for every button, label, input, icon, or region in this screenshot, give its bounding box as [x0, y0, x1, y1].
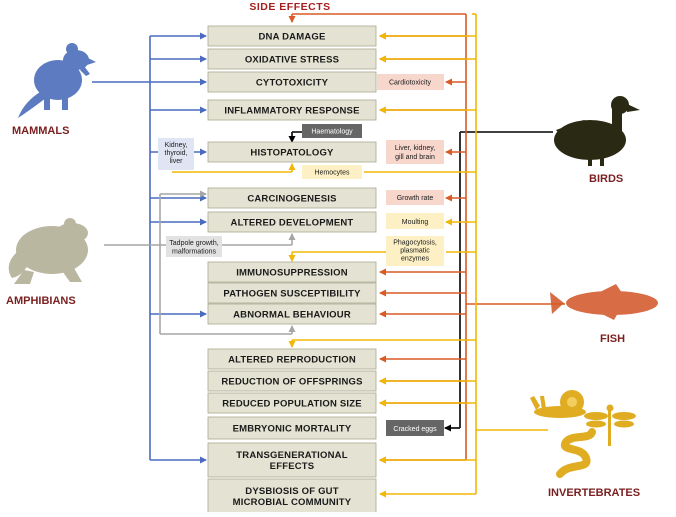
- effect-label: HISTOPATOLOGY: [250, 148, 334, 159]
- effect-box-bg: [207, 261, 377, 283]
- effect-box-bg: [207, 416, 377, 440]
- effect-box-bg: [207, 211, 377, 233]
- effect-label: ALTERED REPRODUCTION: [228, 355, 356, 366]
- effect-box-bg: [207, 442, 377, 478]
- note-kidney-line-1: Kidney,: [165, 142, 188, 149]
- note-kidney-line-2: thyroid,: [165, 150, 188, 157]
- invertebrates-connectors: [288, 13, 548, 498]
- note-kidney-thyroid-liver: Kidney, thyroid, liver: [158, 138, 194, 170]
- effect-box-bg: [207, 478, 377, 514]
- effect-label: MICROBIAL COMMUNITY: [233, 497, 352, 508]
- frog-silhouette-icon: [8, 218, 88, 284]
- effect-box-7: IMMUNOSUPPRESSION: [207, 261, 377, 283]
- effect-box-1: OXIDATIVE STRESS: [207, 48, 377, 70]
- note-moulting-line-1: Moulting: [402, 219, 429, 226]
- effect-box-2: CYTOTOXICITY: [207, 71, 377, 93]
- effects-list: DNA DAMAGE OXIDATIVE STRESS CYTOTOXICITY IN…: [207, 25, 377, 514]
- note-growth-line-1: Growth rate: [397, 195, 434, 202]
- effect-box-bg: [207, 25, 377, 47]
- group-label-invertebrates: INVERTEBRATES: [548, 487, 640, 499]
- effect-box-8: PATHOGEN SUSCEPTIBILITY: [207, 282, 377, 304]
- duck-silhouette-icon: [554, 96, 640, 166]
- note-phagocytosis: Phagocytosis, plasmatic enzymes: [386, 236, 444, 266]
- effect-label: CARCINOGENESIS: [247, 194, 336, 205]
- effect-box-bg: [207, 348, 377, 370]
- effect-box-bg: [207, 392, 377, 414]
- mammals-connectors: [92, 32, 207, 464]
- effect-label: INFLAMMATORY RESPONSE: [224, 106, 359, 117]
- note-cracked-eggs: Cracked eggs: [386, 420, 444, 436]
- effect-label: EFFECTS: [270, 461, 315, 472]
- effect-box-bg: [207, 141, 377, 163]
- group-label-mammals: MAMMALS: [12, 125, 69, 137]
- note-liver-kidney-gill-brain: Liver, kidney, gill and brain: [386, 140, 444, 164]
- note-liver-line-2: gill and brain: [395, 154, 435, 161]
- effect-box-0: DNA DAMAGE: [207, 25, 377, 47]
- note-liver-line-1: Liver, kidney,: [395, 145, 435, 152]
- effect-label: PATHOGEN SUSCEPTIBILITY: [223, 289, 361, 300]
- rat-silhouette-icon: [18, 43, 96, 118]
- effect-box-9: ABNORMAL BEHAVIOUR: [207, 303, 377, 325]
- effect-label: REDUCTION OF OFFSPRINGS: [221, 377, 362, 388]
- note-tadpole-line-2: malformations: [172, 249, 216, 256]
- effect-label: IMMUNOSUPPRESSION: [236, 268, 348, 279]
- group-label-birds: BIRDS: [589, 173, 623, 185]
- effect-label: DYSBIOSIS OF GUT: [245, 486, 338, 497]
- effect-box-4: HISTOPATOLOGY: [207, 141, 377, 163]
- effect-box-3: INFLAMMATORY RESPONSE: [207, 99, 377, 121]
- effect-box-10: ALTERED REPRODUCTION: [207, 348, 377, 370]
- diagram-title: SIDE EFFECTS: [249, 1, 330, 13]
- note-haematology: Haematology: [302, 124, 362, 138]
- note-hemocytes: Hemocytes: [302, 165, 362, 179]
- effect-box-12: REDUCED POPULATION SIZE: [207, 392, 377, 414]
- effect-box-6: ALTERED DEVELOPMENT: [207, 211, 377, 233]
- note-cardiotoxicity: Cardiotoxicity: [377, 74, 444, 90]
- effect-box-bg: [207, 99, 377, 121]
- note-moulting: Moulting: [386, 213, 444, 229]
- note-cardiotoxicity-line-1: Cardiotoxicity: [389, 80, 432, 87]
- snail-dragonfly-worm-icon: [530, 390, 636, 478]
- effect-box-bg: [207, 303, 377, 325]
- effect-box-13: EMBRYONIC MORTALITY: [207, 416, 377, 440]
- note-growth-rate: Growth rate: [386, 190, 444, 205]
- fish-silhouette-icon: [550, 284, 658, 320]
- effect-box-bg: [207, 71, 377, 93]
- effect-box-bg: [207, 370, 377, 392]
- effect-label: DNA DAMAGE: [258, 32, 325, 43]
- effect-box-bg: [207, 187, 377, 209]
- note-phago-line-2: plasmatic: [400, 248, 430, 255]
- note-tadpole: Tadpole growth, malformations: [166, 236, 222, 257]
- effect-label: ABNORMAL BEHAVIOUR: [233, 310, 351, 321]
- group-label-amphibians: AMPHIBIANS: [6, 295, 76, 307]
- note-tadpole-line-1: Tadpole growth,: [169, 240, 218, 247]
- effect-box-5: CARCINOGENESIS: [207, 187, 377, 209]
- effect-label: OXIDATIVE STRESS: [245, 55, 339, 66]
- effect-label: TRANSGENERATIONAL: [236, 450, 347, 461]
- note-kidney-line-3: liver: [170, 158, 184, 165]
- effect-label: ALTERED DEVELOPMENT: [231, 218, 354, 229]
- note-phago-line-1: Phagocytosis,: [393, 240, 437, 247]
- effect-label: REDUCED POPULATION SIZE: [222, 399, 362, 410]
- note-cracked-line-1: Cracked eggs: [393, 426, 437, 433]
- effect-box-11: REDUCTION OF OFFSPRINGS: [207, 370, 377, 392]
- note-hemocytes-line-1: Hemocytes: [314, 170, 350, 177]
- effect-box-bg: [207, 282, 377, 304]
- amphibians-connectors: [104, 190, 296, 335]
- effect-label: EMBRYONIC MORTALITY: [233, 424, 352, 435]
- group-label-fish: FISH: [600, 333, 625, 345]
- effect-box-bg: [207, 48, 377, 70]
- note-haematology-line-1: Haematology: [311, 129, 353, 136]
- effect-label: CYTOTOXICITY: [256, 78, 329, 89]
- note-phago-line-3: enzymes: [401, 256, 430, 263]
